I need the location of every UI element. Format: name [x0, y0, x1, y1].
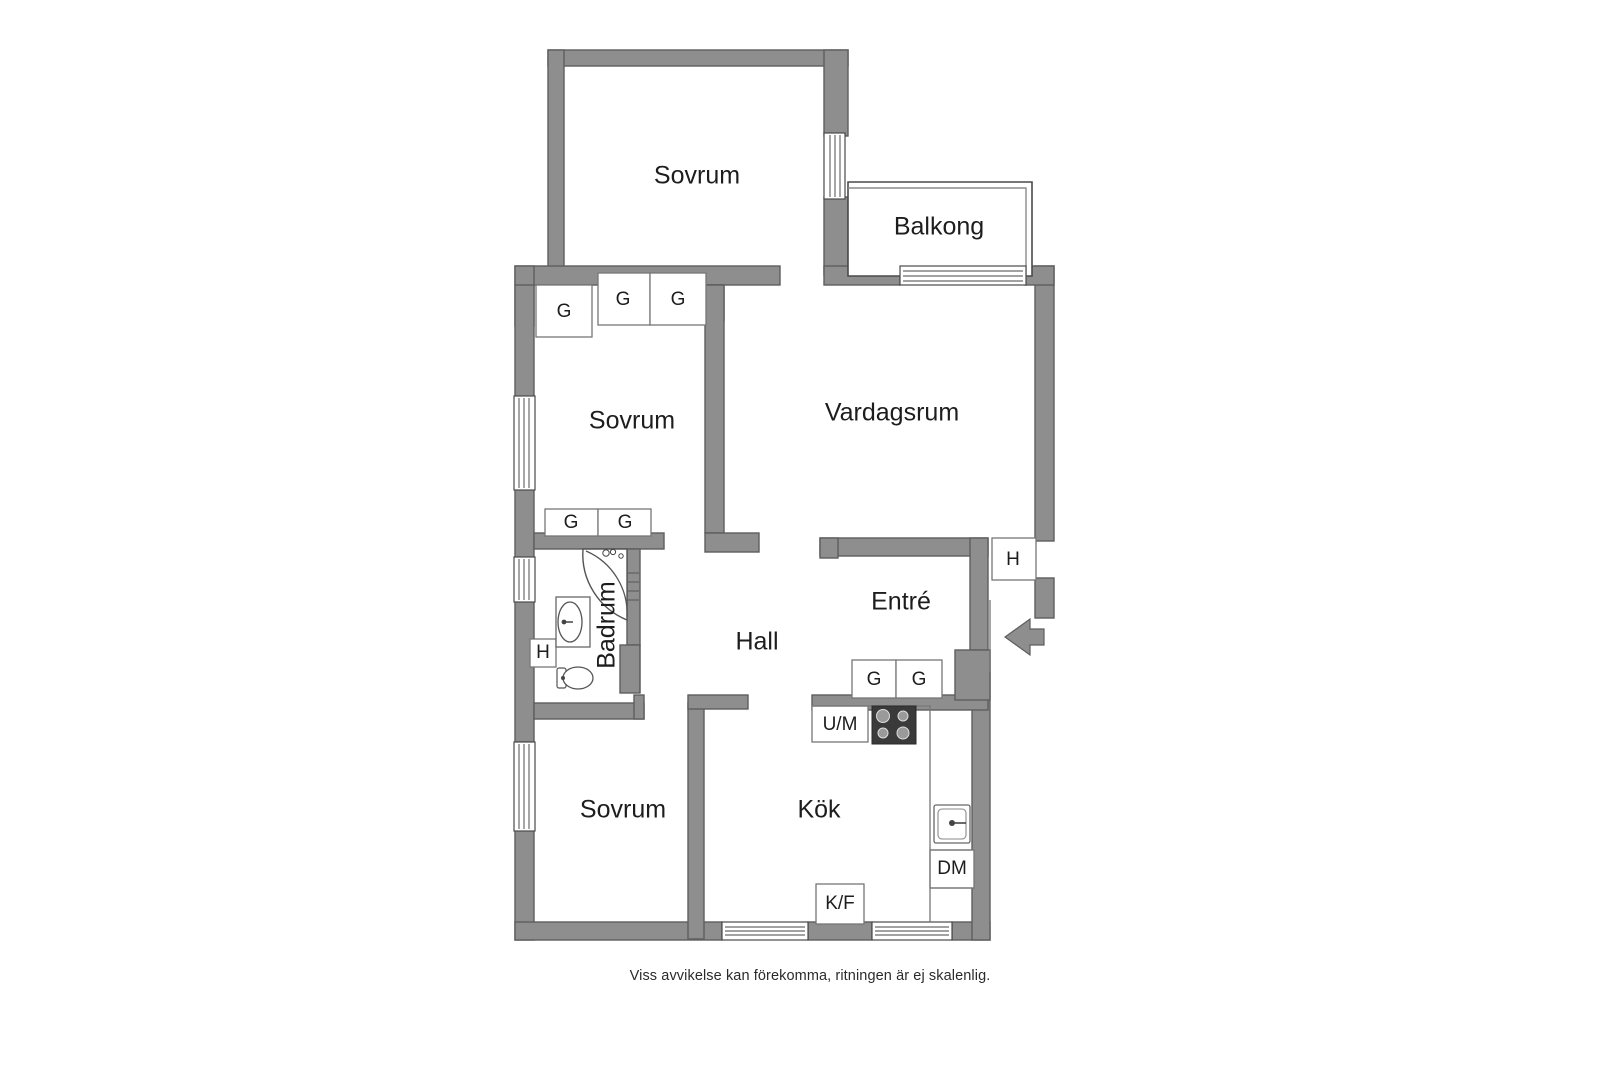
window-bottom-2 — [871, 921, 953, 941]
closet-box-g-2 — [597, 272, 651, 326]
utility-boxes — [529, 537, 1037, 925]
box-dm — [929, 849, 975, 889]
wall-right-livingroom-lower — [1034, 577, 1055, 619]
wall-left-exterior-2 — [514, 488, 535, 559]
wall-sovrum-hall-vertical — [704, 284, 725, 534]
wall-structure — [514, 49, 1055, 941]
wall-badrum-bottom-stub — [633, 694, 645, 720]
wall-right-livingroom — [1034, 265, 1055, 542]
kitchen-stove — [871, 705, 917, 745]
closet-boxes — [535, 272, 943, 699]
wall-hall-kitchen-top-stub — [687, 694, 749, 710]
bathroom-sink — [555, 596, 591, 648]
marker-label-h-entre: H — [1006, 549, 1020, 570]
corner-shower — [582, 548, 639, 622]
closet-label-g-3: G — [671, 289, 686, 310]
kitchen-sink — [933, 804, 971, 844]
balcony-outline — [847, 181, 1033, 277]
room-label-hall: Hall — [735, 628, 778, 656]
entrance-direction-arrow — [1003, 617, 1045, 657]
window-left-3 — [513, 741, 536, 832]
wall-bottom-exterior-2 — [807, 921, 873, 941]
wall-left-exterior-3 — [514, 600, 535, 743]
room-label-vardagsrum: Vardagsrum — [825, 399, 959, 427]
window-balcony-living — [899, 265, 1027, 286]
marker-label-um: U/M — [823, 714, 858, 735]
closet-box-g-7 — [895, 659, 943, 699]
window-left-1 — [513, 395, 536, 491]
closet-label-g-6: G — [867, 669, 882, 690]
wall-badrum-bottom — [533, 702, 645, 720]
room-label-entre: Entré — [871, 588, 931, 616]
closet-label-g-2: G — [616, 289, 631, 310]
closet-label-g-4: G — [564, 512, 579, 533]
window-left-2 — [513, 556, 536, 603]
wall-kitchen-top-right-step — [954, 649, 991, 701]
box-h-badrum — [529, 638, 557, 668]
marker-label-dm: DM — [937, 858, 967, 879]
room-label-kok: Kök — [797, 796, 841, 824]
closet-box-g-5 — [597, 508, 652, 537]
closet-box-g-1 — [535, 284, 593, 338]
room-label-sovrum-middle: Sovrum — [589, 407, 675, 435]
closet-label-g-5: G — [618, 512, 633, 533]
wall-top-bedroom-top — [547, 49, 849, 67]
window-group — [513, 132, 1027, 941]
room-label-sovrum-top: Sovrum — [654, 162, 740, 190]
wall-badrum-right-2 — [619, 644, 641, 694]
window-bottom-1 — [721, 921, 809, 941]
closet-label-g-1: G — [557, 301, 572, 322]
wall-balcony-door-jamb — [823, 196, 849, 276]
marker-label-kf: K/F — [825, 893, 855, 914]
wall-entre-right-stub — [969, 537, 989, 651]
room-label-balkong: Balkong — [894, 213, 984, 241]
wall-badrum-right-1 — [626, 548, 641, 646]
closet-label-g-7: G — [912, 669, 927, 690]
marker-label-h-badrum: H — [536, 642, 550, 663]
wall-hall-kitchen-vertical — [687, 702, 705, 940]
box-h-entre — [991, 537, 1037, 581]
closet-box-g-4 — [544, 508, 599, 537]
wall-top-bedroom-left — [547, 49, 565, 276]
kitchen-counter — [812, 705, 974, 922]
room-label-sovrum-bottom: Sovrum — [580, 796, 666, 824]
wall-top-bedroom-right — [823, 49, 849, 137]
window-balcony-door — [823, 132, 846, 200]
disclaimer-caption: Viss avvikelse kan förekomma, ritningen … — [629, 968, 991, 984]
closet-box-g-6 — [851, 659, 897, 699]
room-label-badrum: Badrum — [593, 581, 621, 669]
toilet — [556, 666, 594, 690]
wall-entre-hall — [819, 537, 839, 559]
wall-sovrum-hall-stub — [704, 532, 760, 553]
wall-left-exterior-1 — [514, 284, 535, 398]
wall-livingroom-entre — [819, 537, 989, 557]
closet-box-g-3 — [649, 272, 707, 326]
box-kf — [815, 883, 865, 925]
